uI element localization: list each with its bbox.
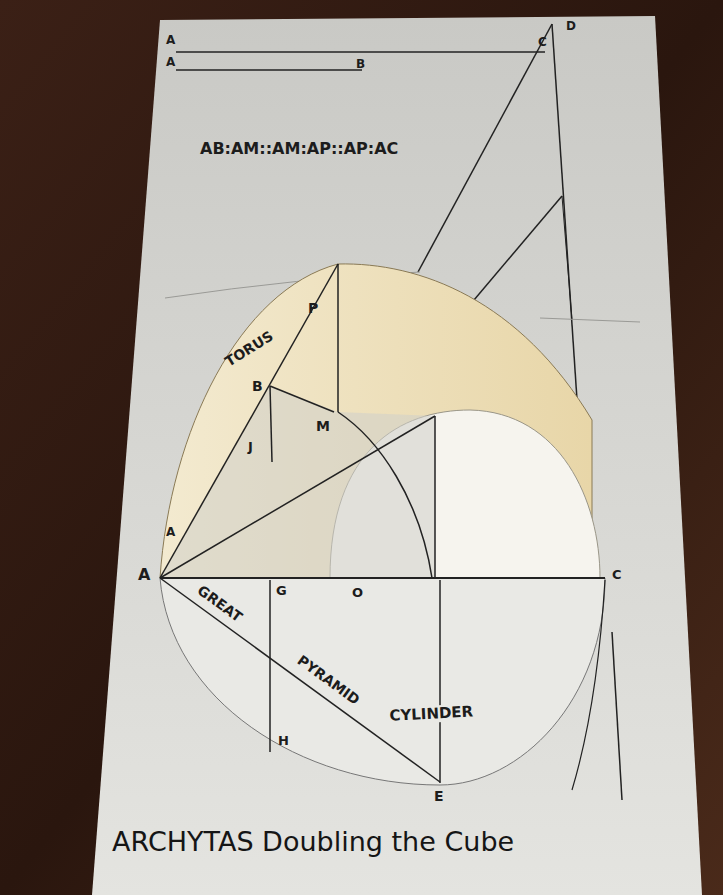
point-label: P (308, 300, 318, 316)
point-label: A (138, 566, 150, 584)
point-label: B (356, 58, 365, 72)
proportion-note: AB:AM::AM:AP::AP:AC (200, 140, 398, 158)
point-label: O (352, 586, 363, 601)
point-label: A (166, 34, 175, 48)
point-label: C (612, 568, 622, 583)
point-label: M (316, 418, 330, 434)
surface-label: GREAT (195, 582, 246, 625)
point-label: H (278, 734, 289, 749)
caption: ARCHYTAS Doubling the Cube (112, 826, 514, 858)
point-label: D (566, 20, 576, 34)
point-label: B (252, 378, 263, 394)
point-label: A (166, 526, 175, 540)
surface-label: TORUS (222, 328, 276, 370)
point-label: C (538, 36, 547, 50)
point-label: A (166, 56, 175, 70)
point-label: E (434, 788, 444, 804)
surface-label: CYLINDER (386, 703, 477, 725)
point-label: G (276, 584, 287, 599)
point-label: J (248, 440, 253, 455)
surface-label: PYRAMID (295, 652, 363, 708)
